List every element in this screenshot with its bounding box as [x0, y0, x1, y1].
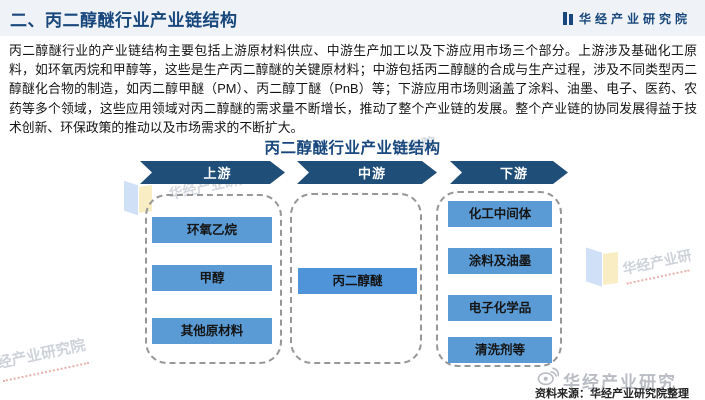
intro-paragraph: 丙二醇醚行业的产业链结构主要包括上游原材料供应、中游生产加工以及下游应用市场三个…: [9, 43, 697, 135]
node-coatings-inks: 涂料及油墨: [448, 248, 552, 274]
watermark-logo-shape: [124, 180, 138, 216]
watermark-logo-shape: [603, 251, 618, 286]
source-note: 资料来源：华经产业研究院整理: [535, 388, 689, 400]
node-propylene-glycol-ether: 丙二醇醚: [298, 268, 417, 294]
brand-name: 华经产业研究院: [578, 11, 691, 26]
page-title: 二、丙二醇醚行业产业链结构: [10, 10, 238, 30]
stage-label: 上游: [203, 166, 232, 181]
brand: 华经产业研究院: [562, 10, 691, 27]
brand-logo-icon: [562, 11, 573, 25]
watermark-underline: [626, 269, 690, 285]
watermark-text: 华经产业研: [621, 246, 693, 278]
downstream-group-box: [436, 191, 562, 367]
stage-banner-upstream: 上游: [140, 161, 285, 184]
stage-label: 下游: [499, 166, 528, 181]
node-cleaning-agents: 清洗剂等: [448, 337, 552, 363]
node-other-materials: 其他原材料: [152, 318, 272, 344]
node-electronic-chemicals: 电子化学品: [448, 295, 552, 321]
page-header: 二、丙二醇醚行业产业链结构 华经产业研究院: [0, 0, 705, 36]
node-chemical-intermediates: 化工中间体: [448, 201, 552, 227]
upstream-group-box: [145, 194, 282, 364]
stage-label: 中游: [357, 166, 386, 181]
diagram-title: 丙二醇醚行业产业链结构: [264, 140, 441, 157]
watermark-underline: [2, 361, 90, 383]
stage-banner-midstream: 中游: [297, 161, 437, 184]
watermark-logo-shape: [586, 247, 602, 287]
weibo-icon: [537, 367, 559, 386]
node-methanol: 甲醇: [152, 265, 272, 291]
watermark-text: 经产业研究院: [0, 336, 88, 373]
node-ethylene-oxide: 环氧乙烷: [152, 217, 272, 243]
midstream-group-box: [290, 193, 422, 364]
stage-banner-downstream: 下游: [450, 161, 568, 184]
